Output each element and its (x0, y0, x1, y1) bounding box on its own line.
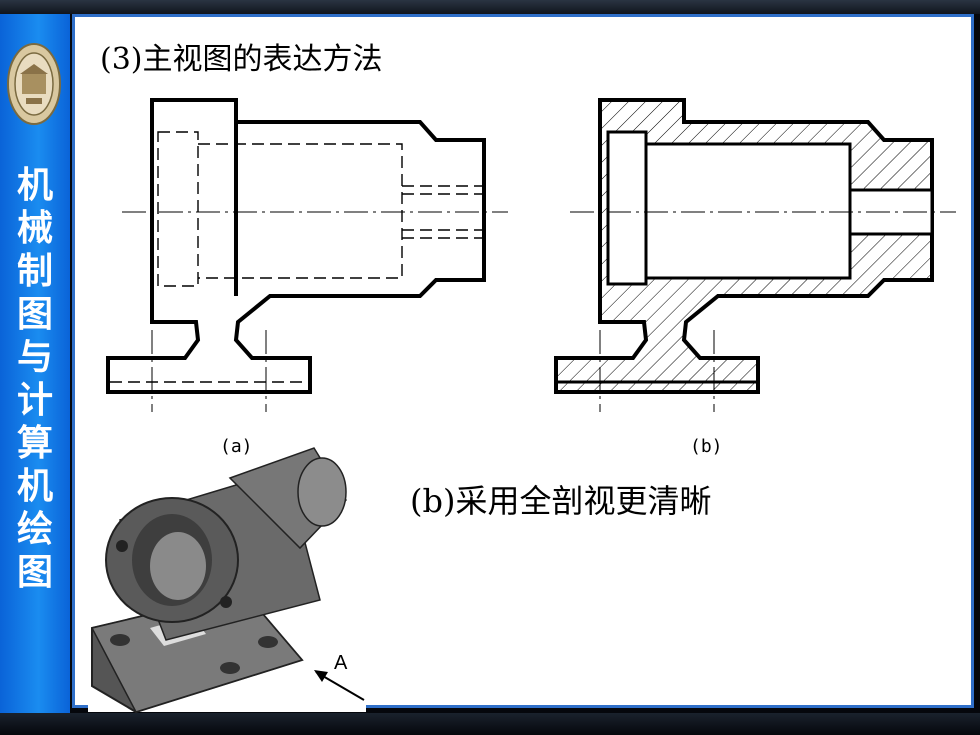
drawing-b-label: (b) (690, 436, 723, 457)
drawing-a-label: (a) (220, 436, 253, 457)
slide-caption: (b)采用全剖视更清晰 (410, 482, 712, 520)
sidebar-char: 制 (16, 251, 53, 292)
sidebar-char: 与 (16, 337, 53, 378)
sidebar-char: 绘 (16, 509, 53, 550)
sidebar-char: 算 (16, 423, 53, 464)
drawing-a (106, 98, 508, 412)
sidebar-char: 图 (16, 294, 53, 335)
slide-title: (3)主视图的表达方法 (100, 42, 383, 77)
part-3d-illustration (88, 447, 366, 714)
drawing-b (554, 98, 956, 412)
bottom-frame (0, 713, 980, 735)
sidebar-char: 图 (16, 552, 53, 593)
sidebar-title: 机 械 制 图 与 计 算 机 绘 图 (0, 164, 70, 594)
sidebar: 机 械 制 图 与 计 算 机 绘 图 (0, 14, 70, 713)
sidebar-char: 计 (16, 380, 53, 421)
sidebar-char: 机 (16, 466, 53, 507)
top-frame (0, 0, 980, 14)
sidebar-char: 械 (16, 208, 53, 249)
view-direction-label: A (334, 652, 348, 674)
sidebar-char: 机 (16, 165, 53, 206)
university-logo (7, 43, 61, 125)
